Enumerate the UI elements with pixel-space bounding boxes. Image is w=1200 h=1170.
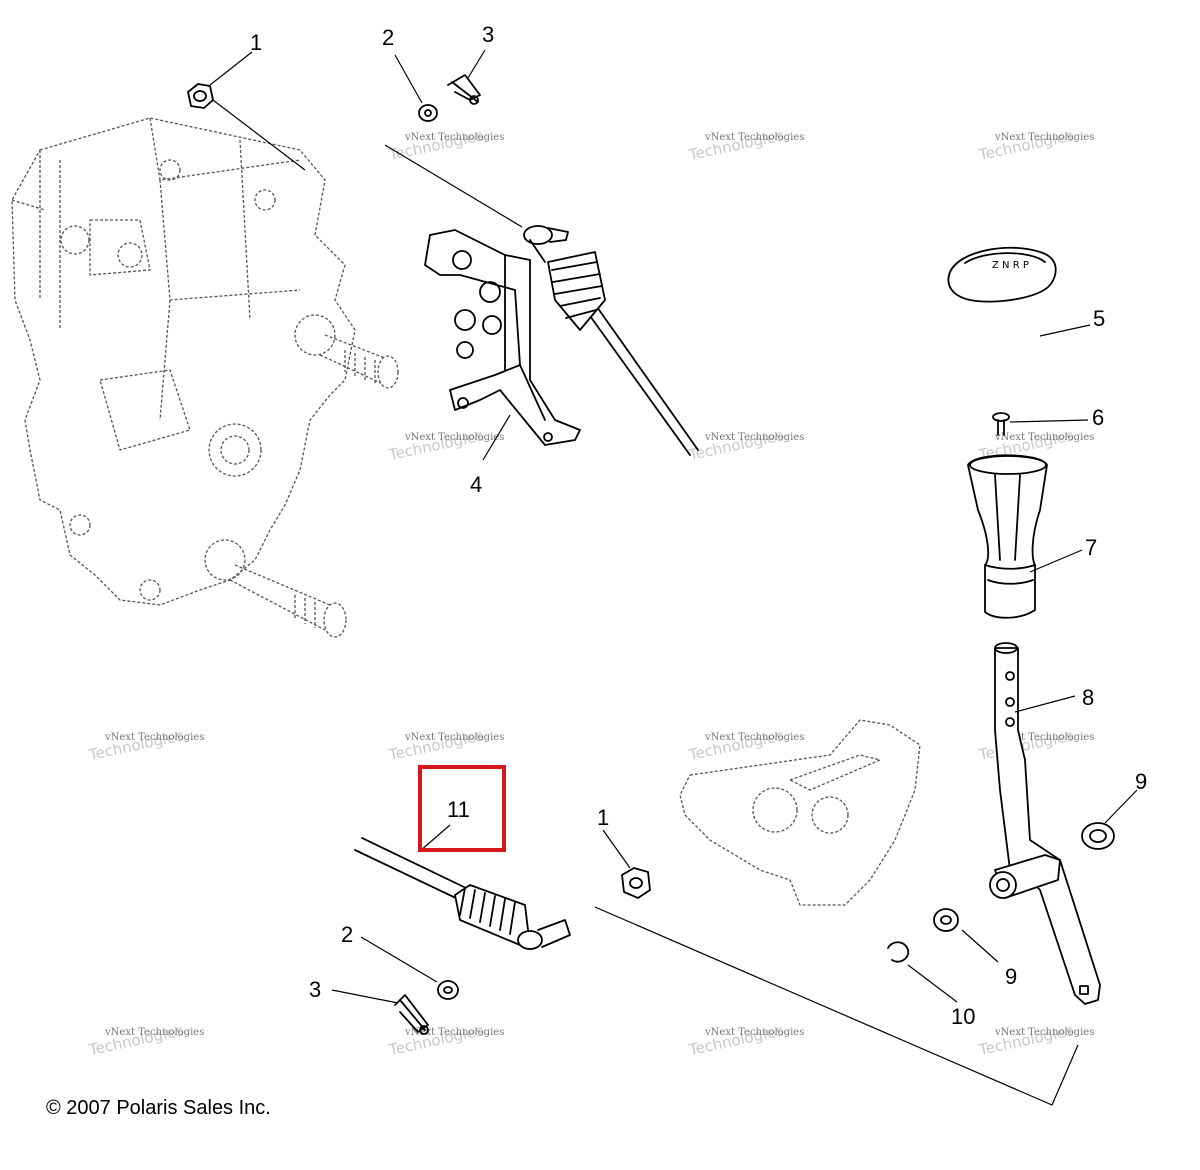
watermark-text: vNext Technologies — [704, 132, 804, 143]
leader-lines — [209, 49, 1138, 1106]
callout-10: 10 — [951, 1004, 975, 1029]
shift-knob-cap: Z N R P — [947, 246, 1057, 303]
bushing-lower — [933, 908, 959, 932]
callout-3-lower: 3 — [309, 977, 321, 1002]
callout-8: 8 — [1082, 685, 1094, 710]
watermark-text: vNext Technologies — [404, 732, 504, 743]
transmission-assembly — [11, 117, 399, 638]
watermark-text: vNext Technologies — [404, 132, 504, 143]
shift-lever — [989, 642, 1101, 1005]
washer-top — [418, 104, 438, 122]
watermark-text: vNext Technologies — [104, 1027, 204, 1038]
callout-3-top: 3 — [482, 22, 494, 47]
callout-11: 11 — [447, 797, 470, 822]
watermark-text: vNext Technologies — [994, 1027, 1094, 1038]
lower-shift-linkage-rod — [354, 837, 571, 950]
nut-top — [187, 83, 214, 109]
callout-1-lower: 1 — [597, 805, 609, 830]
callout-2-lower: 2 — [341, 922, 353, 947]
watermark-text: vNext Technologies — [404, 1027, 504, 1038]
washer-lower — [437, 980, 459, 1000]
screw — [992, 412, 1010, 436]
callout-6: 6 — [1092, 405, 1104, 430]
watermark-text: vNext Technologies — [404, 432, 504, 443]
callout-9-lower: 9 — [1005, 964, 1017, 989]
hair-pin-clip-lower — [394, 994, 429, 1035]
callout-1-top: 1 — [250, 30, 262, 55]
watermark-text: vNext Technologies — [704, 432, 804, 443]
callout-5: 5 — [1093, 306, 1105, 331]
callout-4: 4 — [470, 472, 482, 497]
nut-lower — [621, 867, 651, 899]
svg-text:Z N R P: Z N R P — [992, 260, 1029, 271]
callout-2-top: 2 — [382, 25, 394, 50]
watermark-text: vNext Technologies — [104, 732, 204, 743]
callout-7: 7 — [1085, 535, 1097, 560]
e-clip — [887, 941, 910, 963]
hair-pin-clip-top — [447, 74, 481, 105]
shift-bracket — [424, 229, 581, 446]
watermark-text: vNext Technologies — [994, 432, 1094, 443]
callout-9-right: 9 — [1135, 769, 1147, 794]
watermark-text: vNext Technologies — [704, 1027, 804, 1038]
watermark-text: vNext Technologies — [704, 732, 804, 743]
highlight-box-item-11 — [418, 765, 506, 852]
shift-knob-boot — [967, 454, 1048, 619]
upper-shift-linkage-rod — [523, 225, 699, 456]
copyright-notice: © 2007 Polaris Sales Inc. — [46, 1097, 271, 1119]
lower-bracket-ghost — [679, 719, 921, 906]
watermark-text: vNext Technologies — [994, 132, 1094, 143]
watermark-text: vNext Technologies — [994, 732, 1094, 743]
callout-labels: 1 2 3 4 5 6 7 8 9 9 10 11 1 2 3 — [250, 22, 1147, 1029]
bushing-right — [1081, 822, 1115, 850]
